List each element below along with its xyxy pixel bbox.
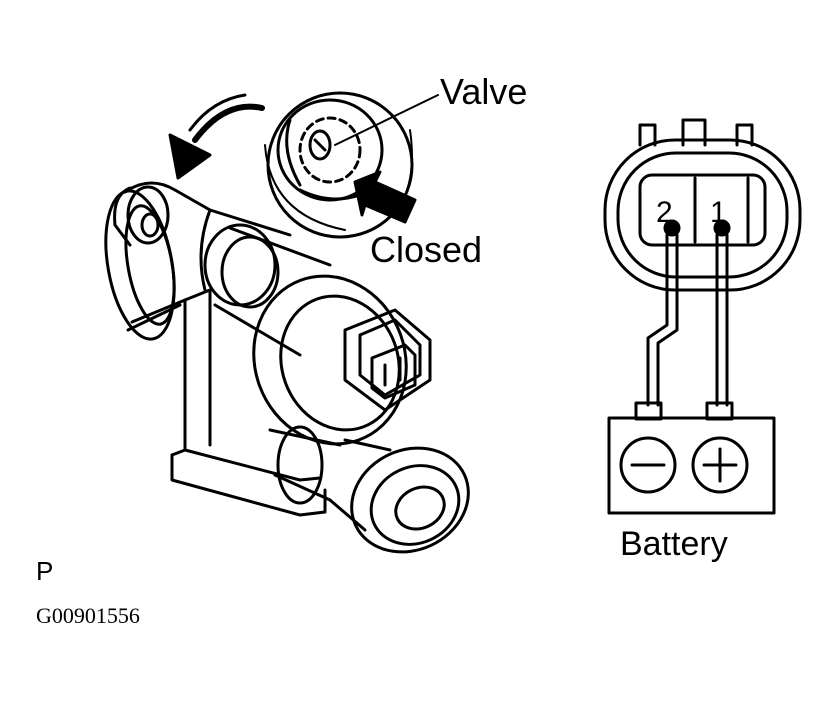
vsv-valve-illustration — [104, 181, 470, 554]
battery-label: Battery — [620, 525, 728, 563]
rotation-arrow-icon — [168, 93, 265, 180]
pin-1-label: 1 — [710, 196, 727, 229]
corner-letter: P — [36, 556, 53, 586]
plus-icon — [691, 436, 749, 494]
figure-code: G00901556 — [36, 603, 140, 628]
connector-icon — [603, 118, 802, 292]
battery-icon — [607, 401, 776, 515]
valve-detail-view — [264, 91, 439, 239]
minus-icon — [619, 436, 677, 494]
valve-label: Valve — [440, 71, 527, 112]
pin-2-label: 2 — [656, 196, 673, 229]
wiring — [646, 233, 729, 407]
closed-label: Closed — [370, 229, 482, 270]
